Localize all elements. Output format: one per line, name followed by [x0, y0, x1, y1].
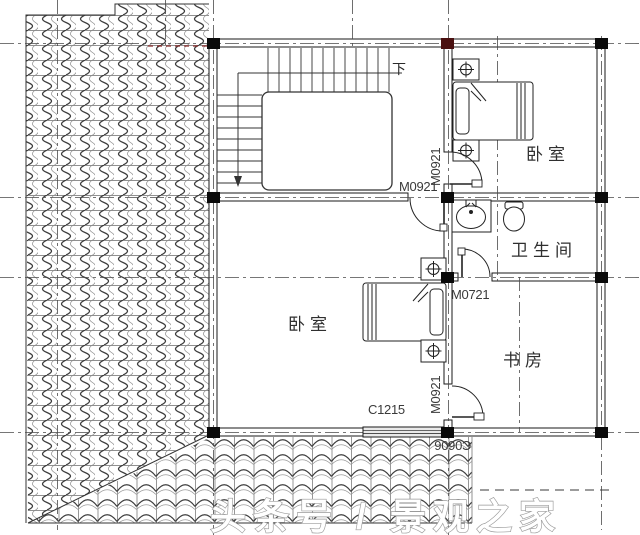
window-south-symbol [362, 426, 444, 438]
columns [207, 38, 608, 438]
wall-west [208, 38, 218, 437]
roof-bottom-tiles [27, 433, 473, 524]
bed-top-bedroom [452, 81, 534, 141]
door-handle [457, 247, 466, 256]
room-label-bedroom-center: 卧室 [288, 315, 332, 334]
door-tag-bathroom: M0721 [451, 287, 489, 302]
door-handle [439, 223, 448, 232]
door-handle [471, 179, 483, 188]
staircase [217, 48, 402, 191]
nightstands-center-bedroom [420, 257, 447, 363]
window-tag-corner: C0606 [435, 438, 472, 453]
door-bedroom-top [448, 151, 483, 188]
lamp-icon [425, 261, 442, 277]
roof-left-tiles [25, 3, 209, 523]
door-tag-bedroom-top: M0921 [428, 148, 443, 186]
watermark-text: 头条号 / 景观之家 [210, 496, 562, 535]
blanket-lines [367, 284, 377, 340]
wall-mid-vertical-a [443, 42, 453, 153]
roof-hip-line [27, 433, 212, 524]
lamp-icon [425, 343, 442, 359]
pillow [455, 87, 470, 135]
doors [409, 151, 491, 421]
blanket-lines [516, 83, 526, 139]
pillow [429, 288, 444, 336]
room-label-bedroom-top: 卧室 [526, 145, 570, 164]
wall-hall-south-west [216, 192, 409, 202]
window-tag-south: C1215 [368, 402, 405, 417]
door-study [451, 385, 485, 421]
washbasin [451, 199, 492, 233]
lamp-icon [458, 61, 474, 78]
stair-down-arrow [234, 176, 242, 187]
stair-void-railing [261, 91, 393, 191]
wall-bath-south-b [491, 272, 602, 282]
room-label-bathroom: 卫生间 [511, 241, 577, 260]
door-bathroom [457, 247, 491, 278]
door-handle [473, 412, 485, 421]
stair-down-label: 下 [392, 61, 406, 77]
faucet-icon [465, 199, 477, 207]
door-hall [409, 197, 448, 232]
toilet [503, 201, 525, 232]
bed-center-bedroom [362, 282, 447, 342]
room-label-study: 书房 [503, 351, 547, 370]
stair-treads-left [217, 94, 262, 184]
wall-south-west [216, 427, 364, 437]
door-tag-study: M0921 [428, 376, 443, 414]
wall-east [596, 38, 606, 437]
door-tag-hall: M0921 [399, 179, 437, 194]
blanket-fold [412, 283, 429, 303]
stair-treads-upper [267, 48, 390, 92]
blanket-fold [470, 82, 487, 102]
wall-north [212, 38, 602, 48]
nightstands-top-bedroom [452, 58, 480, 162]
column-red [441, 38, 454, 49]
wall-south-east [442, 427, 602, 437]
